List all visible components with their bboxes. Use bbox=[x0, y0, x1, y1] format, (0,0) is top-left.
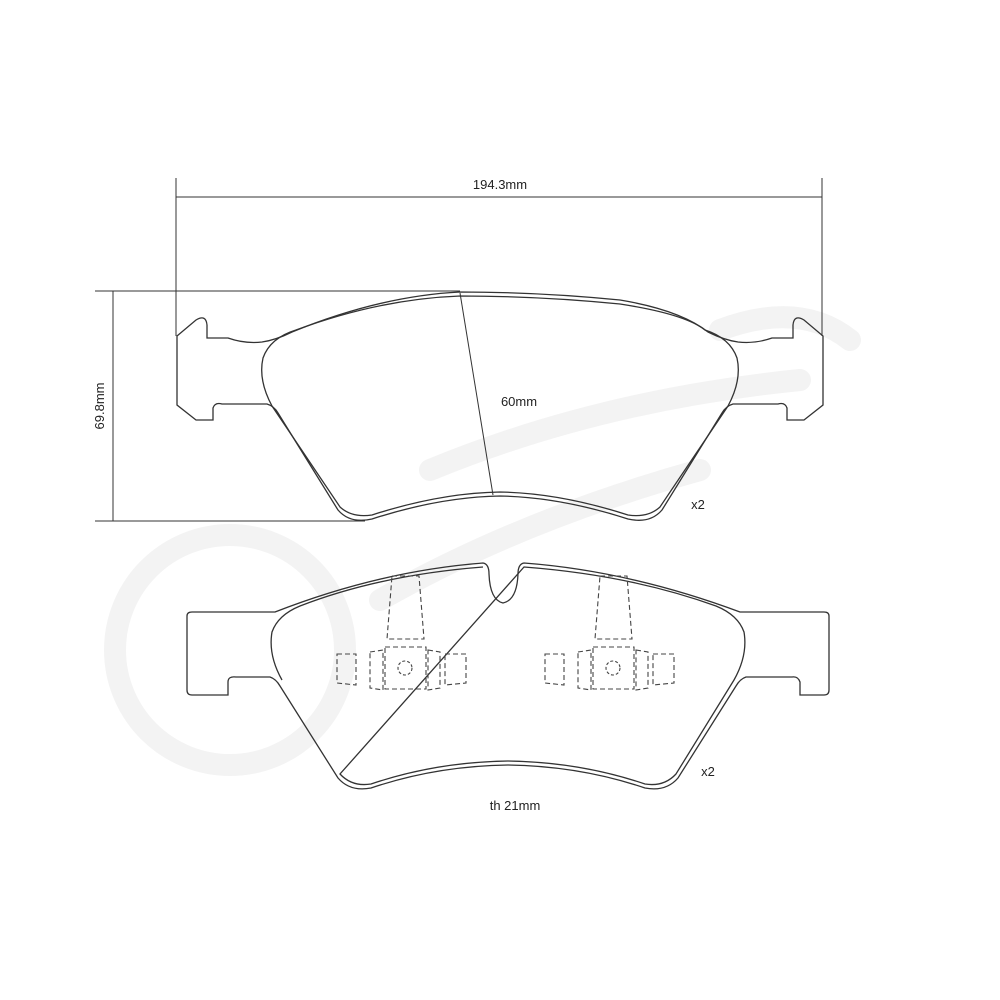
right-piston-shim-outline bbox=[544, 575, 675, 691]
bottom-pad-backplate bbox=[186, 562, 830, 790]
friction-height-label: 60mm bbox=[501, 394, 537, 409]
thickness-label: th 21mm bbox=[490, 798, 541, 813]
height-label: 69.8mm bbox=[92, 383, 107, 430]
top-brake-pad: 60mm x2 bbox=[176, 291, 824, 521]
watermark-logo bbox=[104, 306, 861, 776]
friction-height-line bbox=[459, 292, 494, 496]
bottom-brake-pad: x2 th 21mm bbox=[186, 562, 830, 813]
top-pad-friction bbox=[261, 295, 739, 517]
bottom-pad-quantity: x2 bbox=[701, 764, 715, 779]
top-pad-quantity: x2 bbox=[691, 497, 705, 512]
width-label: 194.3mm bbox=[473, 177, 527, 192]
height-dimension: 69.8mm bbox=[92, 290, 460, 522]
left-piston-shim-outline bbox=[336, 575, 467, 691]
width-dimension: 194.3mm bbox=[175, 177, 823, 336]
